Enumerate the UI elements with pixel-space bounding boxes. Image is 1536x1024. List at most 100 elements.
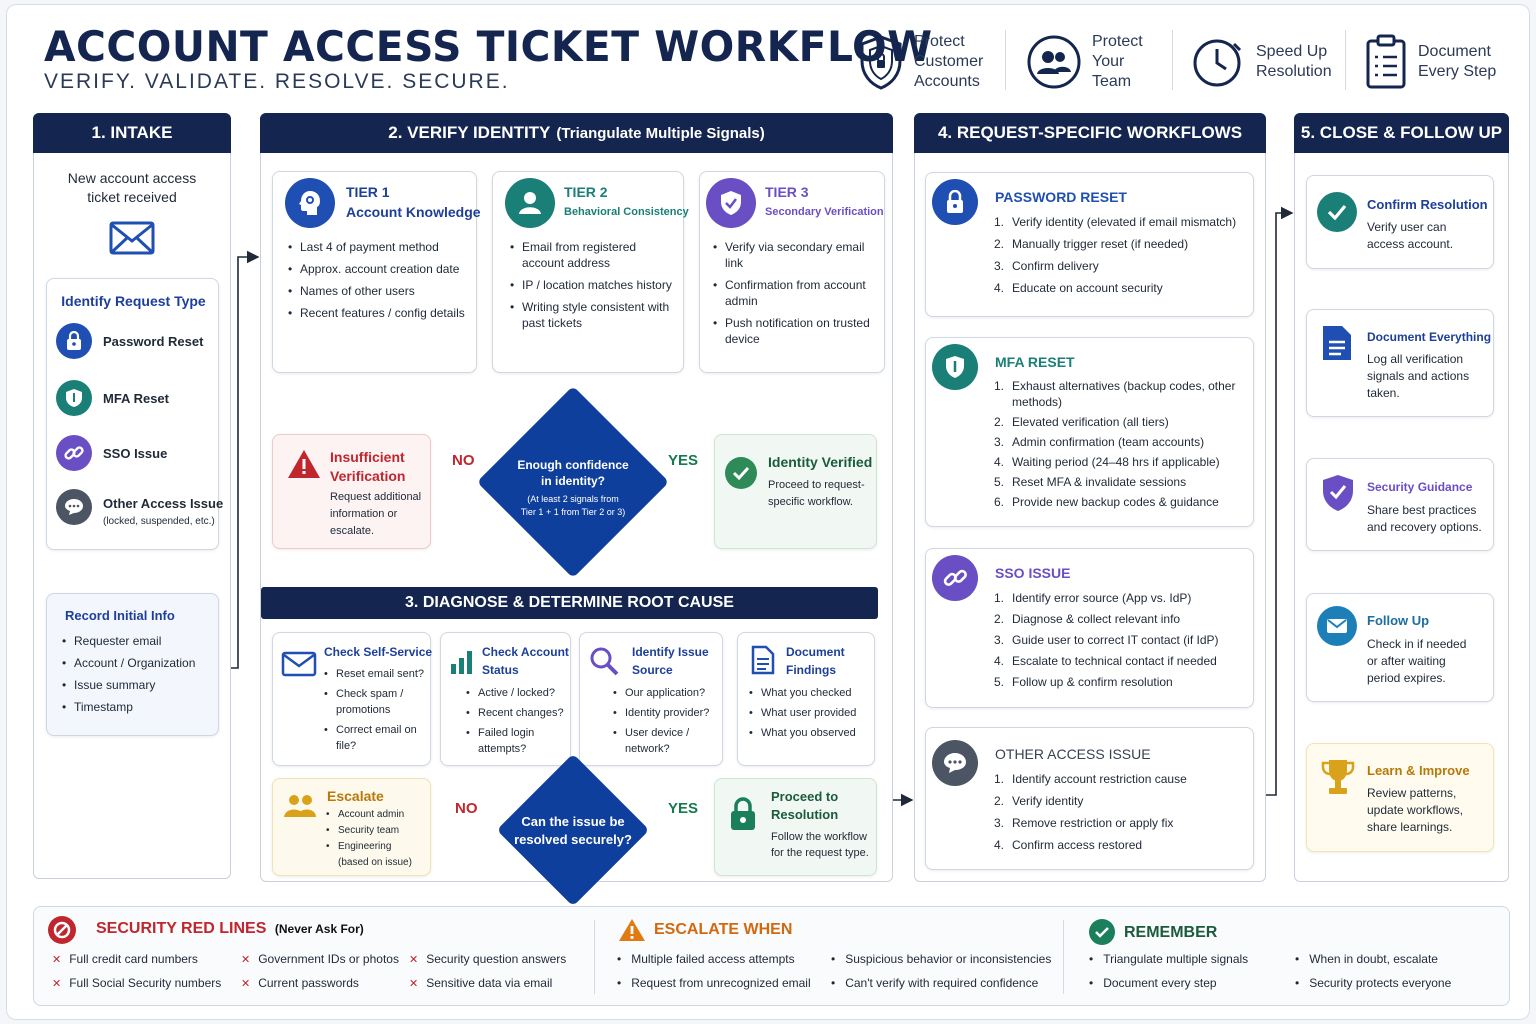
request-type-label: Password Reset [103, 334, 204, 349]
tier-items: Last 4 of payment method Approx. account… [287, 239, 472, 327]
goal-text: Your [1092, 53, 1125, 70]
step-text: Follow up & confirm resolution [1012, 675, 1173, 689]
check-self-service-card: Check Self-Service Reset email sent? Che… [272, 632, 432, 766]
close-step-title: Confirm Resolution [1367, 197, 1488, 212]
tier-name: Account Knowledge [346, 204, 481, 220]
shield-check-icon [706, 178, 756, 228]
close-step-security: Security Guidance Share best practices a… [1306, 458, 1494, 551]
list-item: 2.Manually trigger reset (if needed) [994, 237, 1189, 251]
chat-icon [932, 740, 978, 786]
shield-check-icon [1323, 475, 1353, 511]
list-item: Reset email sent? [323, 666, 429, 682]
tier-name: Behavioral Consistency [564, 206, 689, 218]
escalate-item: • Request from unrecognized email [617, 976, 811, 990]
close-step-title: Learn & Improve [1367, 763, 1470, 778]
list-item: Recent features / config details [287, 305, 472, 321]
list-item: IP / location matches history [509, 277, 679, 293]
redline-text: Security question answers [426, 952, 567, 966]
workflows-heading: 4. REQUEST-SPECIFIC WORKFLOWS [914, 113, 1266, 153]
footer-panel [33, 906, 1510, 1006]
list-item: 4.Escalate to technical contact if neede… [994, 654, 1217, 668]
verify-heading-paren: (Triangulate Multiple Signals) [556, 124, 765, 142]
redlines-heading: SECURITY RED LINES (Never Ask For) [96, 920, 364, 938]
list-item: Identity provider? [612, 705, 722, 721]
decision-line: resolved securely? [514, 832, 632, 847]
request-type-label: SSO Issue [103, 446, 168, 461]
step-text: Waiting period (24–48 hrs if applicable) [1012, 455, 1220, 469]
workflow-steps: 1.Identify account restriction cause 2.V… [994, 771, 1252, 859]
escalate-text: Suspicious behavior or inconsistencies [845, 952, 1052, 966]
request-type-label: Other Access Issue [103, 496, 224, 511]
remember-text: When in doubt, escalate [1309, 952, 1438, 966]
record-info-title: Record Initial Info [65, 608, 175, 623]
warning-icon [619, 919, 645, 941]
step-text: Educate on account security [1012, 281, 1163, 295]
ticket-received-line: ticket received [87, 189, 177, 205]
check-title: Check Account [482, 645, 569, 659]
tier-2-card: TIER 2 Behavioral Consistency Email from… [492, 171, 689, 373]
decision-line: Can the issue be [521, 814, 625, 829]
workflow-title: SSO ISSUE [995, 565, 1071, 581]
step-text: Manually trigger reset (if needed) [1012, 237, 1189, 251]
document-findings-card: Document Findings What you checked What … [737, 632, 875, 766]
shield-icon [932, 344, 978, 390]
list-item: What you observed [748, 725, 874, 741]
close-heading: 5. CLOSE & FOLLOW UP [1294, 113, 1509, 153]
mfa-reset-card: MFA RESET 1.Exhaust alternatives (backup… [925, 337, 1254, 527]
shield-icon [860, 35, 902, 90]
redline-item: ✕Sensitive data via email [409, 976, 553, 990]
step-text: Provide new backup codes & guidance [1012, 495, 1219, 509]
list-item: 5.Reset MFA & invalidate sessions [994, 475, 1187, 489]
list-item: Push notification on trusted device [712, 315, 882, 347]
list-item: 4.Waiting period (24–48 hrs if applicabl… [994, 455, 1220, 469]
identity-verified-text: Proceed to request-specific workflow. [768, 479, 865, 508]
check-account-status-card: Check Account Status Active / locked? Re… [440, 632, 571, 766]
close-step-title: Security Guidance [1367, 480, 1473, 494]
trophy-icon [1321, 760, 1355, 794]
magnifier-icon [590, 647, 619, 676]
redlines-paren: (Never Ask For) [274, 922, 364, 936]
envelope-icon [109, 221, 155, 255]
redline-text: Current passwords [258, 976, 359, 990]
step-text: Verify identity (elevated if email misma… [1012, 215, 1237, 229]
escalate-when-title: ESCALATE WHEN [654, 921, 793, 938]
ticket-received-text: New account access ticket received [33, 169, 231, 207]
step-text: Identify account restriction cause [1012, 772, 1187, 786]
insufficient-title: Insufficient [330, 449, 405, 465]
close-step-text: Log all verification signals and actions… [1367, 352, 1470, 400]
document-icon [1323, 326, 1351, 360]
remember-text: Security protects everyone [1309, 976, 1452, 990]
goal-text: Protect [914, 33, 965, 50]
list-item: Confirmation from account admin [712, 277, 882, 309]
step-text: Elevated verification (all tiers) [1012, 415, 1169, 429]
head-icon [285, 178, 335, 228]
warning-icon [288, 450, 320, 478]
identity-decision-text: Enough confidence in identity? (At least… [493, 457, 653, 519]
decision-line: Enough confidence [517, 458, 629, 472]
page-title: ACCOUNT ACCESS TICKET WORKFLOW [44, 22, 933, 71]
list-item: 3.Admin confirmation (team accounts) [994, 435, 1205, 449]
sso-issue-card: SSO ISSUE 1.Identify error source (App v… [925, 548, 1254, 708]
other-access-issue-card: OTHER ACCESS ISSUE 1.Identify account re… [925, 727, 1254, 870]
proceed-title: Proceed to [771, 789, 839, 804]
tier-items: Verify via secondary email link Confirma… [712, 239, 882, 353]
list-item: 3.Confirm delivery [994, 259, 1099, 273]
list-item: Account / Organization [61, 655, 221, 671]
team-icon [1027, 35, 1081, 89]
yes-label: YES [668, 452, 699, 469]
goal-text: Team [1092, 73, 1132, 90]
decision-note: (At least 2 signals from [527, 494, 619, 504]
envelope-icon [1317, 606, 1357, 646]
verify-heading: 2. VERIFY IDENTITY(Triangulate Multiple … [260, 113, 893, 153]
goal-text: Accounts [914, 73, 980, 90]
insufficient-title: Verification [330, 468, 406, 484]
divider [1005, 30, 1006, 90]
goal-text: Protect [1092, 33, 1143, 50]
tier-3-card: TIER 3 Secondary Verification Verify via… [699, 171, 885, 373]
list-item: 5.Follow up & confirm resolution [994, 675, 1173, 689]
close-step-text: Verify user can access account. [1367, 220, 1454, 251]
step-text: Guide user to correct IT contact (if IdP… [1012, 633, 1219, 647]
tier-label: TIER 2 [564, 184, 608, 200]
